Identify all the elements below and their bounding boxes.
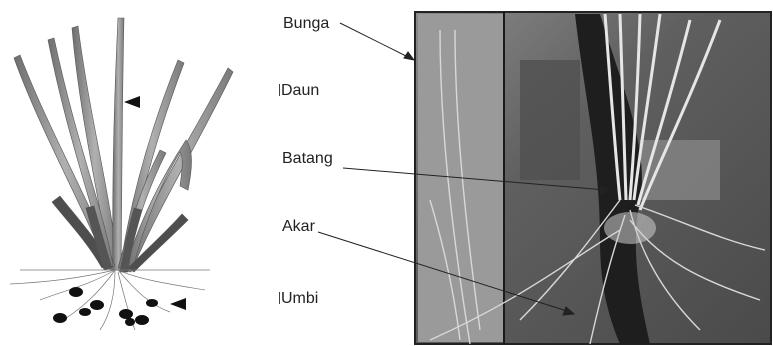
leaf-marker-arrow [124, 96, 140, 108]
tuber-marker-arrow [170, 298, 186, 310]
label-daun-wrap: Daun [279, 82, 319, 100]
label-tick [279, 84, 280, 96]
leader-line-bunga [340, 23, 410, 58]
label-akar: Akar [282, 218, 315, 236]
label-umbi-wrap: Umbi [279, 290, 318, 308]
label-bunga: Bunga [283, 15, 329, 33]
plant-roots [10, 270, 210, 330]
label-batang: Batang [282, 150, 333, 168]
label-umbi: Umbi [281, 290, 318, 307]
plant-leaves [14, 18, 233, 272]
label-tick [279, 292, 280, 304]
label-daun: Daun [281, 82, 319, 99]
